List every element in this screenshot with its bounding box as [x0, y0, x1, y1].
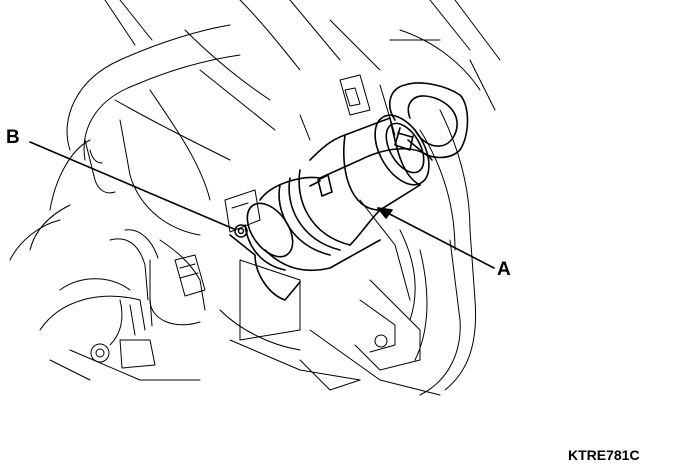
- figure-reference-code: KTRE781C: [568, 447, 640, 463]
- lock-pin: [234, 224, 248, 238]
- key: [389, 82, 469, 159]
- lock-cylinder: [229, 114, 433, 301]
- callout-b: B: [6, 127, 20, 148]
- leader-b: [29, 141, 235, 230]
- leader-lines: [29, 141, 495, 269]
- callout-a: A: [497, 259, 511, 280]
- column-housing: [9, 0, 501, 396]
- leader-a: [377, 207, 495, 269]
